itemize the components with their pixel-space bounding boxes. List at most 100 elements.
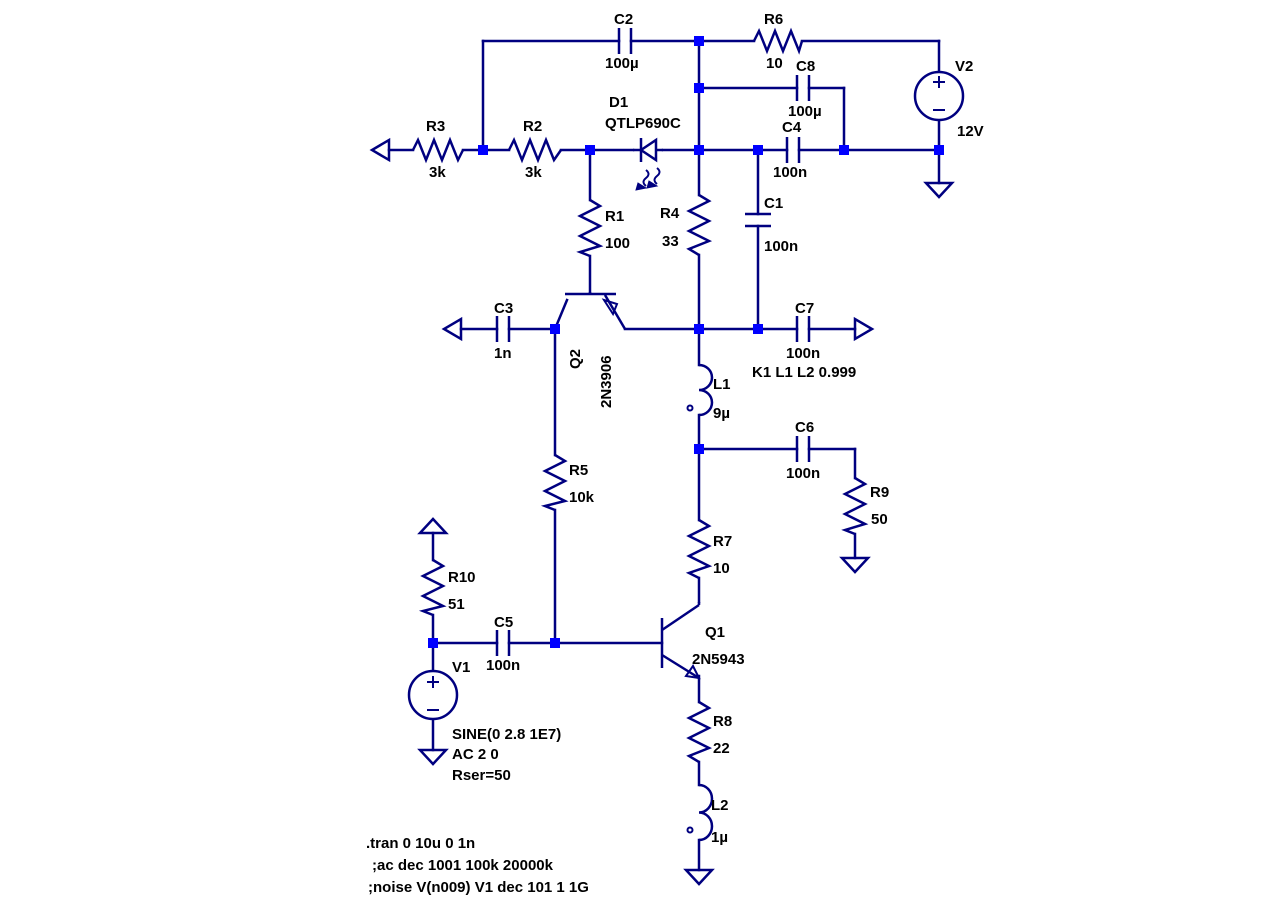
ground-icon (853, 316, 875, 342)
q2-value: 2N3906 (598, 355, 615, 408)
inductor-l1-symbol (698, 363, 714, 417)
resistor-r2-symbol (507, 136, 563, 164)
q1-value: 2N5943 (692, 651, 745, 668)
wires (387, 39, 941, 872)
capacitor-c3-symbol (495, 316, 511, 342)
c6-ref: C6 (795, 419, 814, 436)
led-emission-arrow-icon (653, 167, 661, 185)
r8-value: 22 (713, 740, 730, 757)
r5-value: 10k (569, 489, 595, 506)
inductor-l2-symbol (698, 783, 714, 842)
r5-ref: R5 (569, 462, 588, 479)
r6-value: 10 (766, 55, 783, 72)
l1-ref: L1 (713, 376, 731, 393)
r3-ref: R3 (426, 118, 445, 135)
voltage-source-v2-symbol (913, 70, 965, 122)
c3-value: 1n (494, 345, 512, 362)
resistor-r4-symbol (686, 193, 713, 257)
l1-value: 9µ (713, 405, 730, 422)
d1-ref: D1 (609, 94, 628, 111)
r2-value: 3k (525, 164, 542, 181)
inductor-l1-dot (686, 404, 694, 412)
c6-value: 100n (786, 465, 820, 482)
voltage-source-v1-symbol (407, 669, 459, 721)
capacitor-c8-symbol (795, 75, 811, 101)
inductors (686, 363, 714, 842)
coupling-directive: K1 L1 L2 0.999 (752, 364, 856, 381)
capacitor-c7-symbol (795, 316, 811, 342)
c5-value: 100n (486, 657, 520, 674)
r2-ref: R2 (523, 118, 542, 135)
capacitors (495, 28, 811, 656)
c3-ref: C3 (494, 300, 513, 317)
l2-ref: L2 (711, 797, 729, 814)
c4-value: 100n (773, 164, 807, 181)
led-emission-arrow-icon (642, 169, 650, 187)
transistor-q2-symbol (565, 292, 627, 330)
capacitor-c1-symbol (745, 212, 771, 228)
r4-ref: R4 (660, 205, 680, 222)
noise-directive: ;noise V(n009) V1 dec 101 1 1G (368, 879, 589, 896)
ground-icon (683, 868, 715, 886)
c2-ref: C2 (614, 11, 633, 28)
q2-ref: Q2 (567, 349, 584, 369)
ground-icon (923, 181, 955, 199)
r10-ref: R10 (448, 569, 476, 586)
v2-ref: V2 (955, 58, 973, 75)
resistor-r5-symbol (540, 453, 569, 512)
d1-value: QTLP690C (605, 115, 681, 132)
resistor-r7-symbol (685, 518, 713, 580)
r9-ref: R9 (870, 484, 889, 501)
r6-ref: R6 (764, 11, 783, 28)
c8-ref: C8 (796, 58, 815, 75)
c2-value: 100µ (605, 55, 639, 72)
r7-value: 10 (713, 560, 730, 577)
resistor-r3-symbol (411, 136, 465, 164)
c7-value: 100n (786, 345, 820, 362)
q1-ref: Q1 (705, 624, 725, 641)
capacitor-c4-symbol (785, 137, 801, 163)
junctions (428, 36, 944, 648)
resistor-r1-symbol (576, 198, 604, 258)
v2-value: 12V (957, 123, 984, 140)
capacitor-c6-symbol (795, 436, 811, 462)
capacitor-c5-symbol (495, 630, 511, 656)
r7-ref: R7 (713, 533, 732, 550)
c7-ref: C7 (795, 300, 814, 317)
c4-ref: C4 (782, 119, 802, 136)
r8-ref: R8 (713, 713, 732, 730)
r1-value: 100 (605, 235, 630, 252)
ground-icon (369, 137, 391, 163)
ground-icon (417, 748, 449, 766)
led-arrowhead-icon (635, 182, 648, 191)
resistor-r10-symbol (418, 558, 447, 617)
ground-icon (441, 316, 463, 342)
r1-ref: R1 (605, 208, 624, 225)
diode-d1-symbol (633, 137, 663, 191)
v1-params-sine: SINE(0 2.8 1E7) (452, 726, 561, 743)
v1-params-ac: AC 2 0 (452, 746, 499, 763)
r9-value: 50 (871, 511, 888, 528)
led-arrowhead-icon (646, 180, 659, 189)
ground-symbols (369, 137, 955, 886)
ground-icon (839, 556, 871, 574)
c1-value: 100n (764, 238, 798, 255)
c1-ref: C1 (764, 195, 783, 212)
resistor-r8-symbol (686, 700, 713, 764)
r3-value: 3k (429, 164, 446, 181)
c5-ref: C5 (494, 614, 513, 631)
inductor-l2-dot (686, 826, 694, 834)
tran-directive: .tran 0 10u 0 1n (366, 835, 475, 852)
resistor-r9-symbol (841, 476, 869, 536)
resistors (411, 27, 869, 764)
capacitor-c2-symbol (617, 28, 633, 54)
transistor-q1-symbol (660, 602, 701, 680)
r10-value: 51 (448, 596, 465, 613)
r4-value: 33 (662, 233, 679, 250)
v1-params-rser: Rser=50 (452, 767, 511, 784)
ac-directive: ;ac dec 1001 100k 20000k (372, 857, 554, 874)
c8-value: 100µ (788, 103, 822, 120)
labels: C2 100µ R6 10 C8 100µ V2 12V D1 QTLP690C… (366, 11, 984, 896)
resistor-r6-symbol (752, 27, 804, 55)
